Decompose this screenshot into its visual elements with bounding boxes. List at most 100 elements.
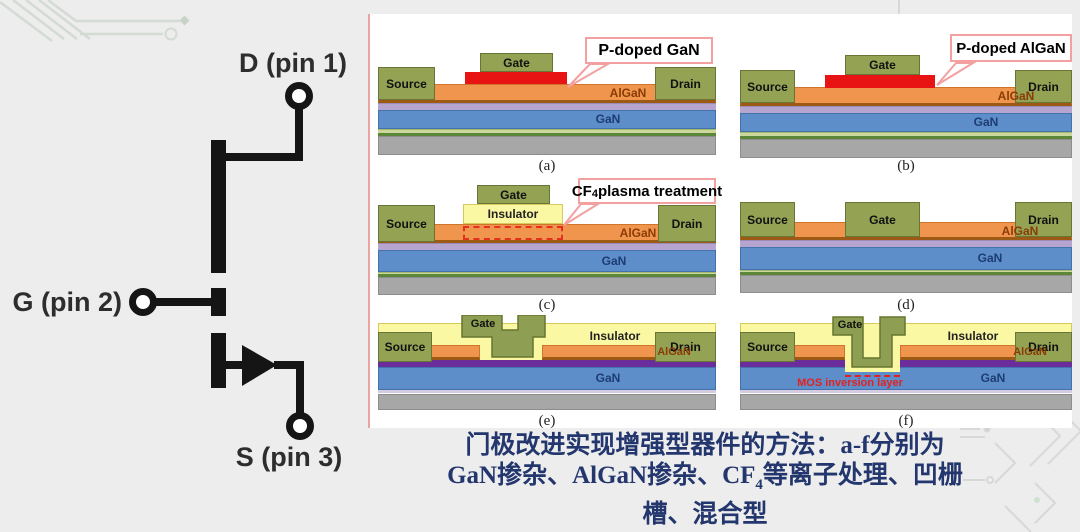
drain-contact: Drain [658,205,716,242]
source-label: Source [747,340,788,354]
source-contact: Source [378,332,432,362]
channel-bar-top [211,140,226,273]
algan-layer-label: AlGaN [1013,346,1047,358]
gan-layer [740,113,1072,132]
drain-contact: Drain [1015,70,1072,103]
gate-contact: Gate [845,55,920,75]
gate-contact: Gate [845,202,920,237]
gan-layer [378,110,716,129]
drain-contact: Drain [1015,202,1072,237]
source-label: Source [386,76,427,91]
substrate-layer [740,139,1072,158]
source-contact: Source [378,205,435,242]
panel-letter: (a) [538,158,556,174]
algan-layer-label: AlGaN [1001,224,1039,238]
gate-label: Gate [869,58,896,72]
drain-contact: Drain [655,67,716,100]
source-arrow [242,345,277,386]
panel-letter: (f) [898,413,914,429]
panel-f: Source Drain Gate MOS inversion layer In… [740,315,1072,429]
drain-pin-label: D (pin 1) [239,48,347,78]
gan-layer-label: GaN [980,371,1006,385]
drain-wire [224,104,303,161]
callout-text: CF [571,182,592,200]
barrier-layer [740,106,1072,113]
mos-inversion-annotation: MOS inversion layer [797,377,903,389]
gan-layer-label: GaN [601,254,627,268]
gate-label: Gate [503,55,530,70]
transistor-symbol: D (pin 1) G (pin 2) S (pin 3) [13,48,348,472]
gate-contact: Gate [480,53,553,72]
caption-line-3: 槽、混合型 [642,501,768,528]
trench-insulator [845,345,900,372]
callout-text: P-doped AlGaN [956,39,1066,57]
cf4-treated-region [463,226,563,240]
buffer-layer [378,129,716,136]
panel-letter: (b) [897,158,915,174]
source-label: Source [384,340,426,354]
algan-layer-label: AlGaN [609,86,647,100]
caption-line-2-subscript: 4 [755,477,763,493]
gan-layer [740,367,1072,390]
algan-layer-label: AlGaN [657,346,691,358]
callout-text-suffix: plasma treatment [597,182,723,200]
buffer-layer [740,270,1072,275]
callout-p-doped-algan: P-doped AlGaN [950,34,1072,62]
panel-d: Source Gate Drain AlGaN GaN (d) [740,178,1072,313]
drain-label: Drain [1028,79,1059,94]
drain-label: Drain [670,76,701,91]
insulator-label: Insulator [947,329,999,343]
p-gan-layer [465,72,567,84]
algan-layer-label: AlGaN [619,226,657,240]
barrier-layer [740,240,1072,247]
callout-text: P-doped GaN [598,41,700,59]
substrate-layer [740,275,1072,293]
buffer-layer [378,272,716,277]
gate-label: Gate [837,319,863,331]
buffer-layer [740,132,1072,139]
gan-layer-label: GaN [973,115,999,129]
purple-layer [378,360,716,367]
gate-contact: Gate [477,185,550,204]
substrate-layer [378,394,716,410]
card-left-edge [368,14,370,428]
gan-layer [740,247,1072,270]
gan-layer [378,367,716,390]
drain-label: Drain [671,216,703,231]
purple-layer-right [900,360,1072,367]
source-label: Source [386,216,427,231]
insulator-label: Insulator [487,207,539,221]
channel-bar-bottom [211,333,226,388]
buffer-layer [740,390,1072,393]
drain-label: Drain [1028,212,1059,227]
source-wire [274,361,304,416]
gate-pin-label: G (pin 2) [13,287,123,317]
callout-p-doped-gan: P-doped GaN [585,37,713,64]
barrier-layer [378,103,716,110]
gan-layer [378,250,716,272]
insulator-layer [463,204,563,224]
insulator-recess [480,345,542,360]
drain-label: Drain [670,340,701,354]
panel-a: Source Drain Gate P-doped GaN AlGaN GaN … [378,20,716,174]
gate-label: Gate [470,318,496,330]
transistor-schematic: D (pin 1) G (pin 2) S (pin 3) [0,0,368,532]
panel-letter: (d) [897,297,915,313]
gan-layer-label: GaN [977,251,1003,265]
gate-label: Gate [869,212,896,227]
substrate-layer [378,136,716,155]
gan-layer-label: GaN [595,112,621,126]
callout-subscript: 4 [591,188,598,200]
caption-line-2-suffix: 等离子处理、凹栅 [762,462,963,489]
p-algan-layer [825,75,935,88]
gate-terminal [129,288,157,316]
drain-contact: Drain [655,332,716,362]
source-terminal [286,412,314,440]
substrate-layer [378,277,716,295]
panel-e: Source Drain Gate Insulator AlGaN GaN (e… [378,315,716,429]
drain-label: Drain [1028,340,1059,354]
panel-letter: (c) [538,297,556,313]
panel-b: Source Drain Gate P-doped AlGaN AlGaN Ga… [740,20,1072,174]
